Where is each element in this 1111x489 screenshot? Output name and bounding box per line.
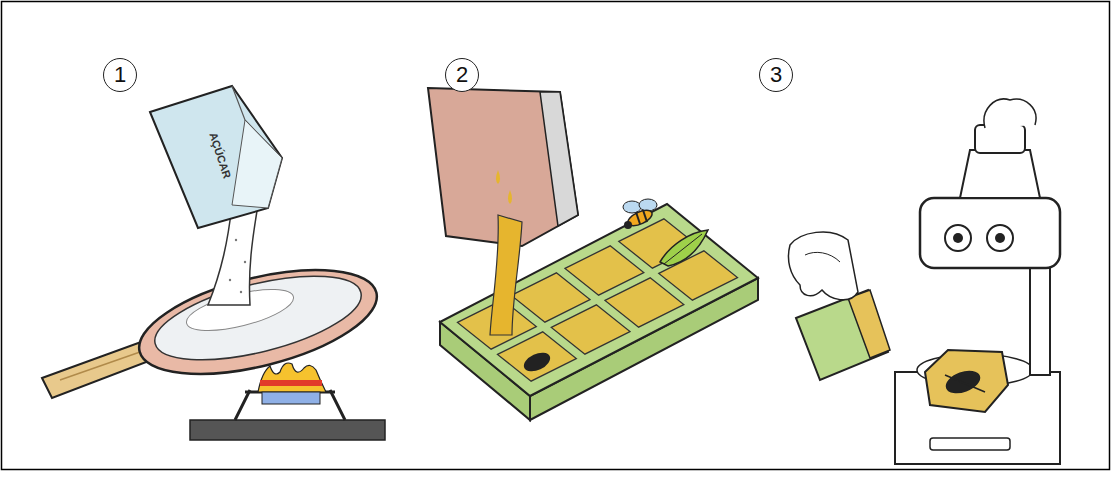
ice-tray [605, 278, 684, 327]
hand [984, 99, 1036, 128]
saucepan [540, 92, 578, 226]
gas-burner [190, 363, 385, 440]
step-circle: 2 [445, 58, 479, 92]
step-number: 3 [770, 64, 782, 86]
sugar-stream [244, 261, 246, 263]
frying-pan [129, 250, 387, 394]
sugar-stream [235, 239, 237, 241]
step-circle: 1 [103, 58, 137, 92]
microscope [953, 233, 963, 243]
microscope [895, 125, 1060, 464]
frame [2, 2, 1110, 470]
gas-burner [258, 363, 326, 392]
leaf [660, 230, 708, 266]
sugar-bag [150, 86, 282, 228]
hand [788, 232, 858, 300]
ice-tray [440, 204, 758, 420]
step-number: 1 [114, 64, 126, 86]
caramel-block [925, 350, 1008, 412]
sugar-stream [240, 291, 242, 293]
sugar-bag [232, 120, 282, 208]
gas-burner [262, 392, 320, 404]
microscope [975, 125, 1025, 153]
sugar-stream [229, 279, 231, 281]
bee [624, 221, 632, 229]
saucepan [496, 170, 500, 184]
gas-burner [330, 390, 345, 420]
frying-pan [129, 250, 387, 394]
microscope [960, 150, 1040, 198]
gas-burner [235, 390, 250, 420]
frying-pan [147, 259, 369, 376]
pan-handle [60, 352, 140, 380]
step-number: 2 [456, 64, 468, 86]
bee [623, 199, 657, 229]
ice-tray [440, 204, 758, 396]
microscope [1030, 265, 1050, 375]
bee [639, 199, 657, 211]
hand [805, 252, 840, 262]
gas-burner [260, 380, 322, 386]
caramel-stream [490, 215, 522, 335]
ice-tray [521, 349, 553, 375]
tray-piece [796, 290, 890, 380]
gas-burner [190, 420, 385, 440]
step-circle: 3 [759, 58, 793, 92]
leaf [664, 234, 702, 264]
hand [788, 232, 858, 300]
saucepan [508, 190, 512, 204]
bee [636, 212, 640, 224]
tray-piece [848, 290, 890, 358]
ice-tray [498, 332, 577, 381]
caramel-block [925, 350, 1008, 412]
ice-tray [551, 305, 630, 354]
caramel-stream [490, 215, 522, 335]
microscope [920, 198, 1060, 268]
caramel-block [945, 375, 985, 392]
microscope [995, 233, 1005, 243]
microscope [987, 225, 1013, 251]
sugar-bag [150, 86, 282, 228]
microscope [930, 438, 1010, 450]
microscope [945, 225, 971, 251]
bee [643, 210, 647, 222]
leaf [660, 230, 708, 266]
bee [623, 201, 641, 213]
hand [984, 99, 1036, 128]
